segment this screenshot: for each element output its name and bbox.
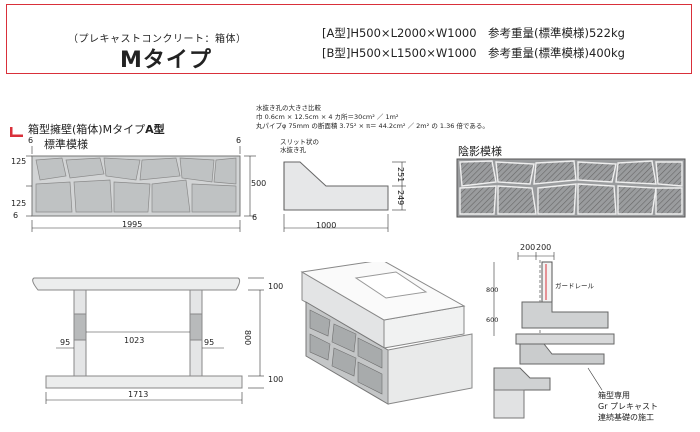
- plan-drawing: [32, 277, 264, 404]
- dim-251: 251: [396, 167, 405, 183]
- shadow-pattern-image: [456, 158, 686, 218]
- front-pattern-label: 標準模様: [44, 138, 88, 151]
- dim-left-125b: 125: [11, 199, 27, 208]
- product-title: Mタイプ: [120, 48, 212, 73]
- dim-plan-right-95: 95: [204, 338, 215, 347]
- note-line-2: 巾 0.6cm × 12.5cm × 4 カ所＝30cm² ／ 1m²: [256, 113, 399, 121]
- dim-plan-total: 1713: [128, 390, 149, 399]
- dim-249: 249: [396, 190, 405, 206]
- spec-b-type: [B型]H500×L1500×W1000 参考重量(標準模様)400kg: [322, 46, 625, 60]
- dim-plan-bottom: 100: [268, 375, 284, 384]
- dim-left-125a: 125: [11, 157, 27, 166]
- slit-label-2: 水抜き孔: [280, 146, 306, 154]
- section-marker-icon: [9, 122, 24, 138]
- dim-plan-top: 100: [268, 282, 284, 291]
- dim-bottom-right: 6: [252, 213, 258, 222]
- dim-install-200b: 200: [536, 243, 552, 252]
- dim-install-600: 600: [486, 316, 499, 324]
- dim-plan-center: 1023: [124, 336, 145, 345]
- install-caption-2: Gr プレキャスト: [598, 402, 659, 411]
- dim-install-200a: 200: [520, 243, 536, 252]
- dim-plan-mid: 800: [243, 330, 252, 346]
- front-title-type: A型: [145, 123, 165, 136]
- product-subtitle: （プレキャストコンクリート：箱体）: [68, 34, 247, 45]
- dim-height: 500: [251, 179, 267, 188]
- note-line-3: 丸パイプφ 75mm の断面積 3.75² × π＝ 44.2cm² ／ 2m²…: [256, 122, 489, 130]
- front-section-title: 箱型擁壁(箱体)MタイプA型: [28, 121, 165, 137]
- guardrail-label: ガードレール: [555, 282, 594, 290]
- isometric-drawing: [300, 262, 473, 405]
- dim-length: 1995: [122, 220, 143, 229]
- shadow-pattern-title: 陰影模様: [458, 145, 502, 158]
- note-line-1: 水抜き孔の大きさ比較: [256, 104, 321, 112]
- dim-install-800: 800: [486, 286, 499, 294]
- slit-label-1: スリット状の: [280, 138, 319, 146]
- spec-a-type: [A型]H500×L2000×W1000 参考重量(標準模様)522kg: [322, 26, 625, 40]
- dim-left-6: 6: [13, 211, 19, 220]
- install-caption-3: 連続基礎の施工: [598, 413, 654, 422]
- dim-top-left: 6: [28, 136, 34, 145]
- installation-drawing: [493, 252, 615, 419]
- front-title-prefix: 箱型擁壁(箱体)Mタイプ: [28, 123, 146, 136]
- dim-top-right: 6: [236, 136, 242, 145]
- front-elevation-drawing: [26, 146, 256, 232]
- dim-side-width: 1000: [316, 221, 337, 230]
- install-caption-1: 箱型専用: [598, 391, 630, 400]
- dim-plan-left-95: 95: [60, 338, 71, 347]
- header-box: [6, 4, 692, 74]
- side-section-drawing: [283, 161, 406, 232]
